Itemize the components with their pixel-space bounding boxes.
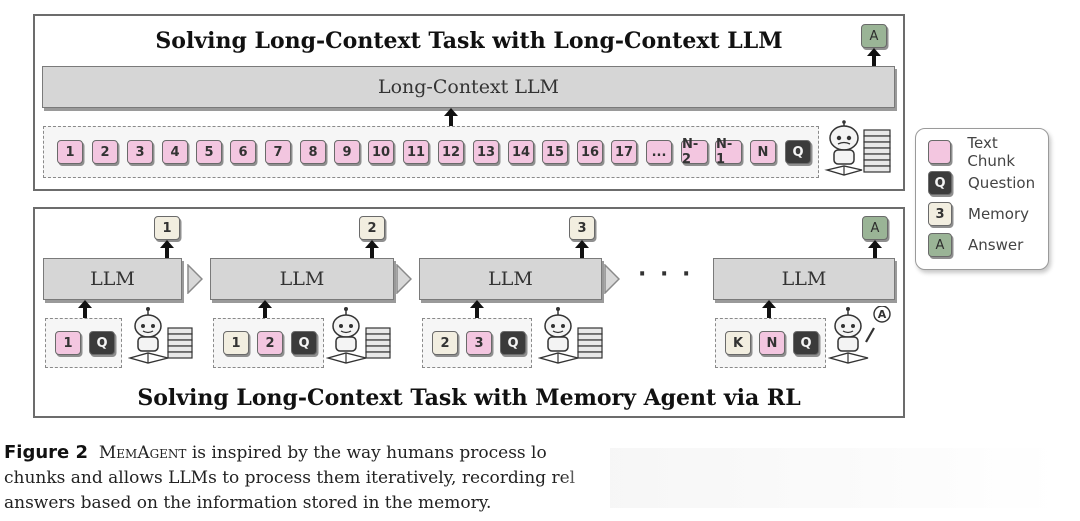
next-step-arrow-icon bbox=[396, 264, 412, 294]
answer-token: A bbox=[862, 216, 888, 240]
question-token: Q bbox=[500, 331, 526, 355]
legend-label: Question bbox=[968, 174, 1036, 192]
text-chunk-token: 4 bbox=[162, 140, 188, 164]
text-chunk-token: N-2 bbox=[681, 137, 708, 167]
next-step-arrow-icon bbox=[604, 264, 620, 294]
text-chunk-token: 16 bbox=[577, 140, 603, 164]
memory-token: 1 bbox=[223, 331, 249, 355]
text-chunk-token: 6 bbox=[230, 140, 256, 164]
legend-row: A Answer bbox=[928, 232, 1023, 258]
legend-swatch: A bbox=[928, 233, 952, 257]
up-arrow-icon bbox=[868, 240, 882, 258]
legend-swatch: 3 bbox=[928, 202, 952, 226]
llm-step-label: LLM bbox=[781, 268, 827, 290]
robot-reading-books-icon bbox=[824, 120, 891, 176]
legend-row: Text Chunk bbox=[928, 134, 1048, 170]
text-chunk-token: 2 bbox=[257, 331, 283, 355]
text-chunk-token: 1 bbox=[57, 140, 83, 164]
up-arrow-icon bbox=[575, 240, 589, 258]
figure-label: Figure 2 bbox=[4, 442, 89, 463]
svg-text:A: A bbox=[878, 308, 887, 321]
text-chunk-token: 8 bbox=[300, 140, 326, 164]
up-arrow-icon bbox=[762, 300, 776, 318]
memory-token: 3 bbox=[569, 216, 595, 240]
legend-swatch: Q bbox=[928, 171, 952, 195]
llm-step-label: LLM bbox=[279, 268, 325, 290]
up-arrow-icon bbox=[78, 300, 92, 318]
figure-caption: Figure 2 MemAgent is inspired by the way… bbox=[4, 440, 624, 516]
text-chunk-token: 5 bbox=[196, 140, 222, 164]
llm-step-bar: LLM bbox=[419, 258, 602, 300]
robot-reading-books-icon bbox=[538, 307, 603, 364]
legend-label: Answer bbox=[968, 236, 1024, 254]
text-chunk-token: 12 bbox=[438, 140, 464, 164]
legend-row: 3 Memory bbox=[928, 201, 1029, 227]
text-chunk-token: 3 bbox=[127, 140, 153, 164]
question-token: Q bbox=[89, 331, 115, 355]
robot-answering-icon: A bbox=[828, 306, 891, 364]
llm-step-bar: LLM bbox=[210, 258, 394, 300]
memory-token: 2 bbox=[432, 331, 458, 355]
memory-token: K bbox=[725, 331, 751, 355]
system-name: MemAgent bbox=[98, 443, 187, 463]
question-token: Q bbox=[291, 331, 317, 355]
text-chunk-token: 1 bbox=[55, 331, 81, 355]
top-answer-token: A bbox=[861, 24, 887, 48]
question-token: Q bbox=[793, 331, 819, 355]
long-context-llm-bar: Long-Context LLM bbox=[42, 66, 895, 108]
text-chunk-token: 2 bbox=[92, 140, 118, 164]
bottom-panel-title: Solving Long-Context Task with Memory Ag… bbox=[137, 385, 801, 411]
text-chunk-token: 15 bbox=[542, 140, 568, 164]
memory-token: 1 bbox=[154, 216, 180, 240]
memory-token: 2 bbox=[359, 216, 385, 240]
blurred-region bbox=[610, 448, 1060, 508]
text-chunk-token: 7 bbox=[265, 140, 291, 164]
text-chunk-token: 13 bbox=[473, 140, 499, 164]
text-chunk-token: N bbox=[750, 140, 776, 164]
text-chunk-token: 10 bbox=[368, 140, 394, 164]
robot-reading-books-icon bbox=[326, 307, 391, 364]
text-chunk-token: 17 bbox=[611, 140, 637, 164]
text-chunk-token: N-1 bbox=[715, 137, 742, 167]
caption-line-1: Figure 2 MemAgent is inspired by the way… bbox=[4, 440, 624, 466]
top-panel-title: Solving Long-Context Task with Long-Cont… bbox=[155, 28, 783, 54]
robot-reading-books-icon bbox=[128, 307, 193, 364]
text-chunk-token: N bbox=[759, 331, 785, 355]
up-arrow-icon bbox=[444, 108, 458, 126]
legend-row: Q Question bbox=[928, 170, 1035, 196]
caption-line-3: answers based on the information stored … bbox=[4, 493, 492, 513]
legend-label: Text Chunk bbox=[967, 134, 1016, 170]
caption-line-2: chunks and allows LLMs to process them i… bbox=[4, 468, 576, 488]
text-chunk-token: 9 bbox=[334, 140, 360, 164]
question-token: Q bbox=[785, 140, 811, 164]
llm-step-label: LLM bbox=[90, 268, 135, 290]
text-chunk-token: ... bbox=[646, 140, 672, 164]
text-chunk-token: 3 bbox=[466, 331, 492, 355]
llm-step-bar: LLM bbox=[713, 258, 895, 300]
up-arrow-icon bbox=[867, 48, 881, 66]
text-chunk-token: 14 bbox=[508, 140, 534, 164]
up-arrow-icon bbox=[258, 300, 272, 318]
up-arrow-icon bbox=[365, 240, 379, 258]
up-arrow-icon bbox=[160, 240, 174, 258]
up-arrow-icon bbox=[470, 300, 484, 318]
llm-step-bar: LLM bbox=[43, 258, 182, 300]
steps-ellipsis: · · · bbox=[638, 262, 694, 287]
llm-step-label: LLM bbox=[488, 268, 533, 290]
long-context-llm-label: Long-Context LLM bbox=[377, 76, 560, 98]
caption-line-1-rest: is inspired by the way humans process lo bbox=[186, 443, 547, 463]
legend-swatch bbox=[928, 140, 952, 164]
next-step-arrow-icon bbox=[187, 264, 203, 294]
legend-label: Memory bbox=[968, 205, 1030, 223]
text-chunk-token: 11 bbox=[403, 140, 429, 164]
bottom-panel: Solving Long-Context Task with Memory Ag… bbox=[33, 207, 905, 418]
